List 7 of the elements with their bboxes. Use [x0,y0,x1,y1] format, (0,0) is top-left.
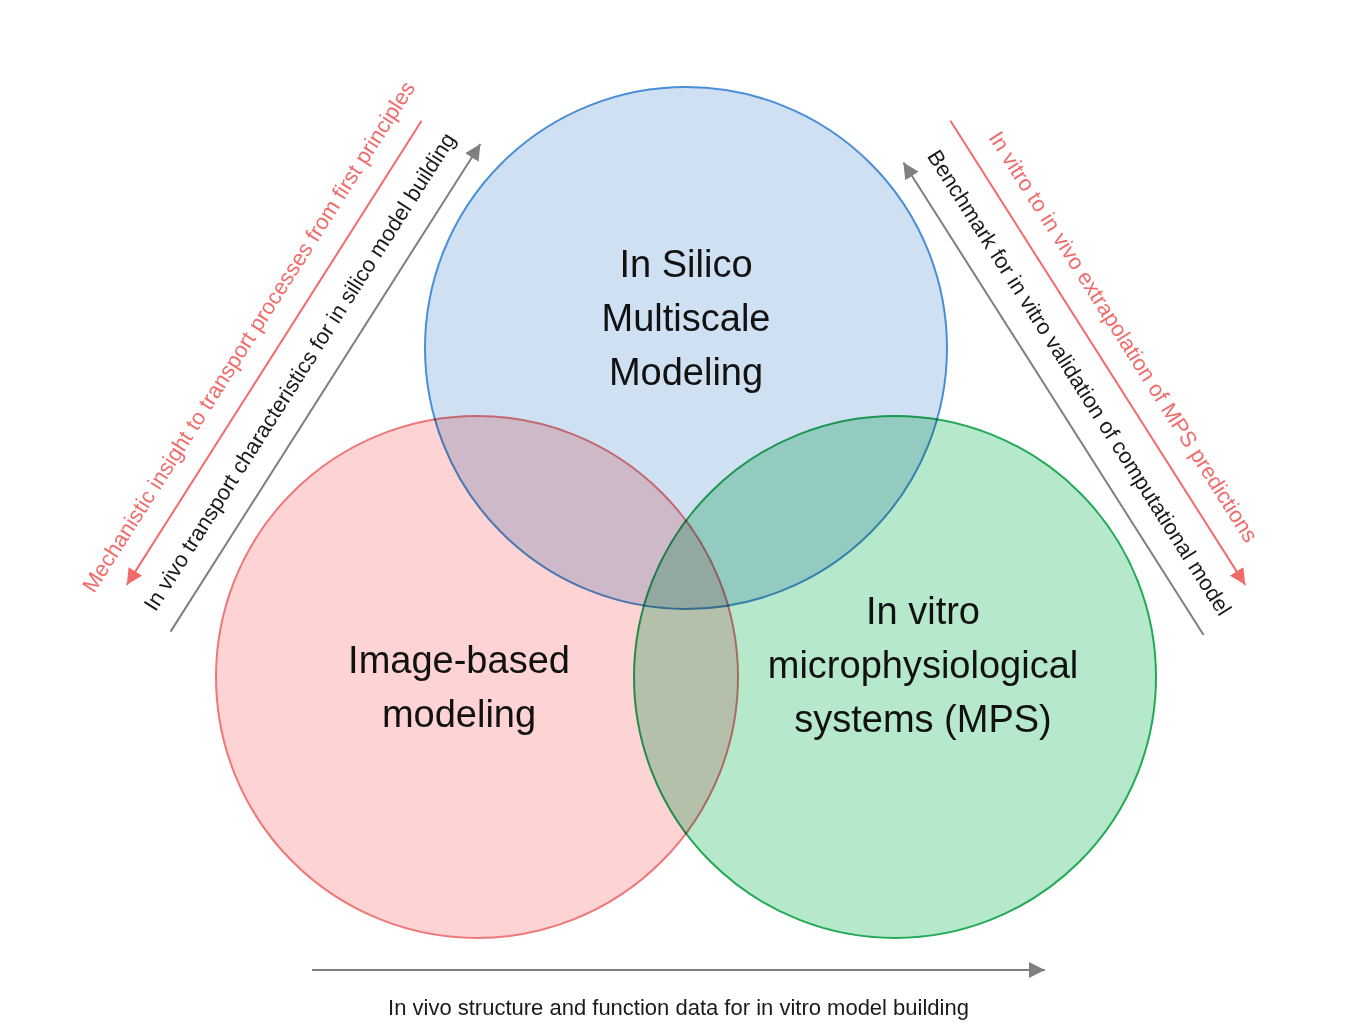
arrow [902,161,1205,636]
arrow [169,142,482,633]
arrow [949,119,1247,586]
circle-label: Image-based modeling [347,638,571,737]
arrow [125,119,423,586]
circle-label: In Silico Multiscale Modeling [600,242,772,395]
arrow [311,962,1046,978]
